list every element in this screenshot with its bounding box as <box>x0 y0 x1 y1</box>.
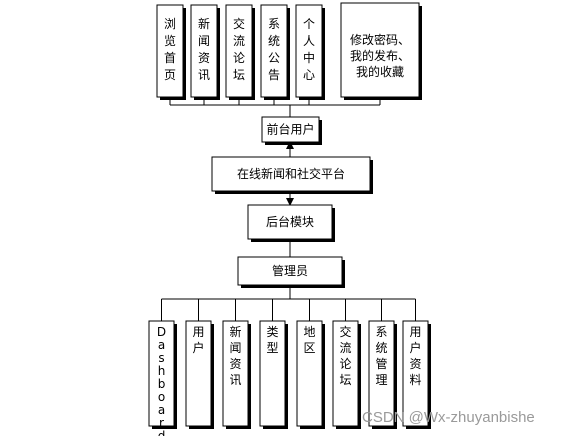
bottom-module-users: 用户 <box>185 320 214 429</box>
platform-box-frame <box>211 156 371 192</box>
top-module-browse-home-frame <box>156 4 184 98</box>
bottom-module-system-manage-frame <box>368 320 395 427</box>
bottom-module-forum: 交流论坛 <box>332 320 361 429</box>
bottom-module-label: 类型 <box>266 325 278 355</box>
bottom-module-forum-frame <box>332 320 359 427</box>
diagram-nodes: 浏览首页新闻资讯交流论坛系统公告个人中心修改密码、我的发布、我的收藏前台用户在线… <box>148 2 431 436</box>
admin-box-frame <box>237 256 343 286</box>
frontend-user-label: 前台用户 <box>266 122 314 137</box>
top-module-system-notice-frame <box>260 4 288 98</box>
platform-box: 在线新闻和社交平台 <box>211 156 373 194</box>
top-module-forum-frame <box>225 4 253 98</box>
admin-box: 管理员 <box>237 256 345 288</box>
frontend-user-box-frame <box>261 116 320 143</box>
personal-detail-box-frame <box>340 2 420 98</box>
bottom-module-label: 用户 <box>192 325 204 355</box>
personal-detail-line: 我的发布、 <box>350 48 410 63</box>
backend-box: 后台模块 <box>247 204 335 242</box>
personal-detail-line: 修改密码、 <box>350 32 410 47</box>
top-module-forum: 交流论坛 <box>225 4 255 100</box>
personal-detail-box: 修改密码、我的发布、我的收藏 <box>340 2 422 100</box>
bottom-module-types-frame <box>259 320 286 427</box>
bottom-module-system-manage: 系统管理 <box>368 320 397 429</box>
bottom-module-label: 地区 <box>303 325 315 355</box>
bottom-module-label: 用户资料 <box>409 325 421 387</box>
bottom-module-types: 类型 <box>259 320 288 429</box>
bottom-module-user-profile: 用户资料 <box>402 320 431 429</box>
bottom-module-label: 交流论坛 <box>339 324 351 387</box>
frontend-user-box: 前台用户 <box>261 116 322 145</box>
backend-label: 后台模块 <box>266 214 314 229</box>
admin-label: 管理员 <box>272 263 308 278</box>
bottom-module-dashboard-frame <box>148 320 175 427</box>
top-module-browse-home: 浏览首页 <box>156 4 186 100</box>
bottom-module-users-frame <box>185 320 212 427</box>
top-module-news-info: 新闻资讯 <box>190 4 220 100</box>
bottom-module-region: 地区 <box>296 320 325 429</box>
bottom-module-news-info: 新闻资讯 <box>222 320 251 429</box>
personal-detail-line: 我的收藏 <box>356 64 404 79</box>
top-module-news-info-frame <box>190 4 218 98</box>
bottom-module-news-info-frame <box>222 320 249 427</box>
top-module-system-notice: 系统公告 <box>260 4 290 100</box>
watermark-text: CSDN @Wx-zhuyanbishe <box>362 409 535 426</box>
top-module-label: 浏览首页 <box>164 17 176 82</box>
bottom-module-user-profile-frame <box>402 320 429 427</box>
top-module-personal-center: 个人中心 <box>295 4 325 100</box>
backend-box-frame <box>247 204 333 240</box>
top-module-label: 新闻资讯 <box>198 16 210 82</box>
bottom-module-region-frame <box>296 320 323 427</box>
top-module-label: 交流论坛 <box>233 16 245 82</box>
top-module-label: 系统公告 <box>268 17 280 82</box>
platform-label: 在线新闻和社交平台 <box>237 166 345 181</box>
top-module-label: 个人中心 <box>303 17 315 82</box>
bottom-module-label: 新闻资讯 <box>229 324 241 387</box>
bottom-module-label: 系统管理 <box>375 325 387 387</box>
top-module-personal-center-frame <box>295 4 323 98</box>
